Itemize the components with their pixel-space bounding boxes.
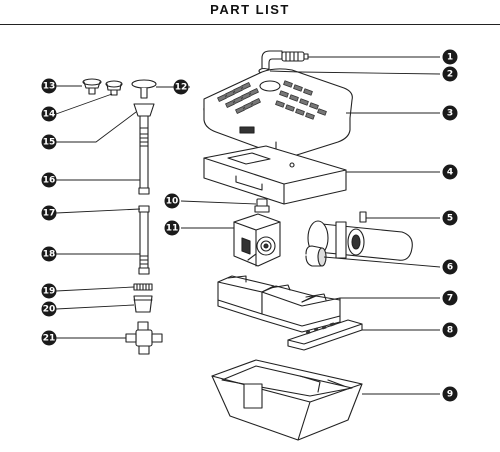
badge-label: 20 [43, 305, 56, 315]
part-badge-11: 11 [164, 220, 180, 236]
badge-circle [164, 193, 180, 209]
badge-circle [442, 105, 458, 121]
badge-label: 11 [166, 224, 179, 234]
part-15-adapter [133, 103, 155, 129]
page-title: PART LIST [210, 2, 290, 17]
part-badge-4: 4 [442, 164, 458, 180]
part-6-outlet-connector [305, 245, 327, 267]
badge-label: 14 [43, 110, 56, 120]
badge-label: 13 [43, 82, 56, 92]
badge-label: 7 [447, 294, 453, 304]
part-10-nozzle [254, 198, 270, 213]
part-badge-19: 19 [41, 283, 57, 299]
badge-label: 18 [43, 250, 56, 260]
part-badge-8: 8 [442, 322, 458, 338]
badge-label: 19 [43, 287, 56, 297]
part-17-joint [138, 205, 150, 213]
badge-circle [41, 283, 57, 299]
header: PART LIST [0, 0, 500, 26]
badge-label: 8 [447, 326, 453, 336]
part-12-fountain-head [131, 79, 157, 99]
part-badge-13: 13 [41, 78, 57, 94]
header-divider [0, 24, 500, 25]
badge-label: 21 [43, 334, 56, 344]
badge-label: 6 [447, 263, 453, 273]
part-5-uv-lamp [307, 211, 413, 261]
badge-circle [442, 210, 458, 226]
part-16-extension-pipe [138, 127, 150, 195]
part-9-filter-housing [211, 359, 363, 441]
part-badge-7: 7 [442, 290, 458, 306]
badge-circle [41, 330, 57, 346]
part-18-extension-pipe [138, 211, 150, 275]
badge-circle [164, 220, 180, 236]
part-badge-2: 2 [442, 66, 458, 82]
part-14-spray-nozzle [105, 80, 123, 96]
badge-label: 15 [43, 138, 56, 148]
badge-circle [41, 134, 57, 150]
part-3-filter-lid [203, 68, 353, 157]
part-badge-12: 12 [173, 79, 189, 95]
part-badge-14: 14 [41, 106, 57, 122]
part-21-t-valve [125, 321, 163, 355]
badge-label: 10 [166, 197, 179, 207]
part-19-ring-nut [133, 283, 153, 291]
part-badge-17: 17 [41, 205, 57, 221]
part-badge-15: 15 [41, 134, 57, 150]
badge-circle [41, 205, 57, 221]
badge-label: 9 [447, 390, 453, 400]
part-11-pump [233, 213, 281, 267]
badge-label: 2 [447, 70, 453, 80]
badge-circle [442, 290, 458, 306]
part-badge-6: 6 [442, 259, 458, 275]
badge-label: 12 [175, 83, 188, 93]
badge-circle [173, 79, 189, 95]
part-badge-21: 21 [41, 330, 57, 346]
badge-circle [442, 386, 458, 402]
part-badge-20: 20 [41, 301, 57, 317]
badge-circle [442, 164, 458, 180]
part-badge-3: 3 [442, 105, 458, 121]
part-4-foam-sponge [203, 145, 347, 205]
badge-circle [41, 301, 57, 317]
part-badge-9: 9 [442, 386, 458, 402]
part-badge-16: 16 [41, 172, 57, 188]
leader-lines [55, 56, 441, 395]
part-8-tray [287, 319, 363, 351]
badge-label: 5 [447, 214, 453, 224]
badge-circle [442, 66, 458, 82]
part-20-coupling [133, 295, 153, 313]
part-badge-10: 10 [164, 193, 180, 209]
part-badge-5: 5 [442, 210, 458, 226]
badge-label: 17 [43, 209, 56, 219]
badge-circle [442, 259, 458, 275]
badge-circle [41, 78, 57, 94]
part-badge-1: 1 [442, 49, 458, 65]
badge-circle [41, 246, 57, 262]
badge-circle [41, 106, 57, 122]
badge-label: 3 [447, 109, 453, 119]
part-1-elbow-connector [261, 50, 309, 70]
part-7-filter-baskets [217, 275, 341, 333]
badge-label: 4 [447, 168, 453, 178]
badge-label: 1 [447, 53, 453, 63]
badge-label: 16 [43, 176, 56, 186]
badge-circle [442, 322, 458, 338]
badge-circle [442, 49, 458, 65]
part-badge-18: 18 [41, 246, 57, 262]
part-13-bell-nozzle [82, 78, 102, 95]
badge-circle [41, 172, 57, 188]
